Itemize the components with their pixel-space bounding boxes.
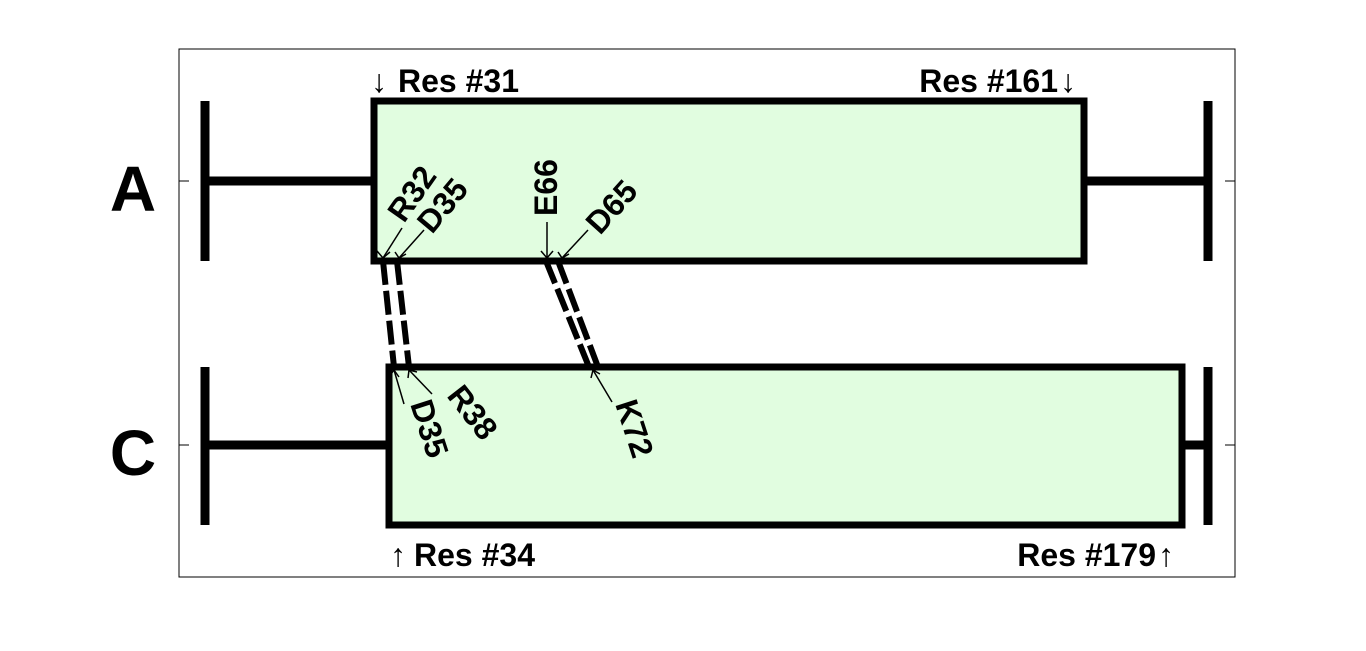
site-pointers-c [388, 368, 613, 405]
site-pointers-a [376, 222, 589, 260]
contact-d35-r38 [394, 260, 412, 368]
chain-a-box [370, 97, 1088, 265]
range-label-a-end: Res #161 [919, 63, 1058, 99]
contact-links [380, 259, 601, 369]
chain-label-a: A [110, 153, 156, 225]
chain-c-box [385, 363, 1186, 529]
contact-r32-d35 [380, 260, 397, 368]
contact-e66-k72 [543, 259, 592, 369]
chain-label-c: C [110, 417, 156, 489]
chain-a-whisker [200, 101, 1213, 261]
arrow-a-end: ↓ [1060, 63, 1076, 99]
range-label-a-start: Res #31 [398, 63, 519, 99]
plot-frame [178, 48, 1236, 578]
contact-d65-k72 [555, 259, 601, 369]
arrow-c-end: ↑ [1158, 537, 1174, 573]
arrow-c-start: ↑ [390, 537, 406, 573]
chain-c-whisker [200, 367, 1213, 525]
site-label-a-e66: E66 [528, 159, 564, 216]
range-label-c-start: Res #34 [414, 537, 535, 573]
range-label-c-end: Res #179 [1017, 537, 1156, 573]
arrow-a-start: ↓ [371, 63, 387, 99]
